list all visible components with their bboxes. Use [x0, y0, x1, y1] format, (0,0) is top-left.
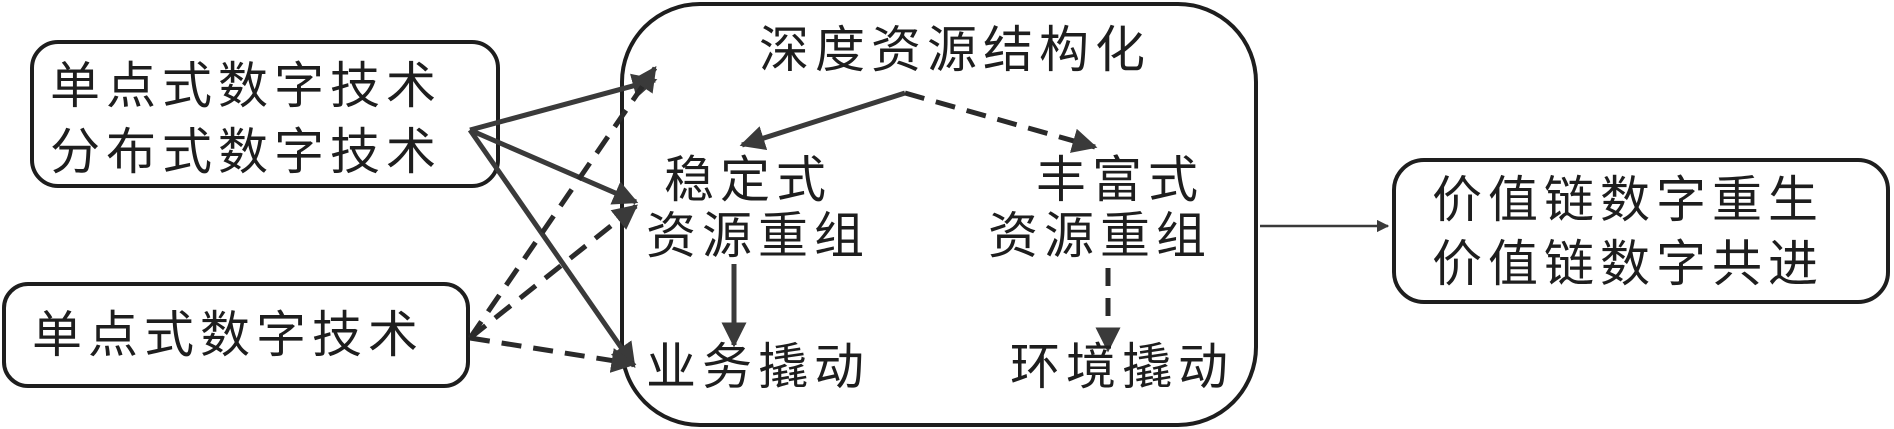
business-label: 业务撬动 [646, 338, 870, 396]
arrow-title-to-rich [904, 90, 1098, 153]
arrow-title-to-stable [739, 90, 906, 151]
center-title: 深度资源结构化 [759, 21, 1151, 79]
stable-line2: 资源重组 [646, 207, 870, 265]
arrow-top-to-stable [469, 127, 639, 205]
arrow-bottom-to-stable [468, 204, 638, 340]
rich-line1: 丰富式 [1036, 151, 1204, 209]
left-top-line1: 单点式数字技术 [50, 57, 442, 115]
right-box [1392, 158, 1890, 304]
arrow-top-to-business [467, 128, 637, 369]
right-line2: 价值链数字共进 [1432, 235, 1824, 293]
left-top-box [30, 40, 500, 188]
arrow-top-to-title [469, 73, 658, 133]
left-bottom-box [2, 282, 470, 388]
rich-line2: 资源重组 [988, 207, 1212, 265]
right-line1: 价值链数字重生 [1432, 171, 1824, 229]
arrow-bottom-to-title [467, 65, 658, 340]
arrow-bottom-to-business [469, 335, 637, 373]
stable-line1: 稳定式 [664, 151, 832, 209]
center-box [620, 2, 1258, 427]
left-top-line2: 分布式数字技术 [50, 123, 442, 181]
left-bottom-line1: 单点式数字技术 [32, 306, 424, 364]
environment-label: 环境撬动 [1010, 338, 1234, 396]
